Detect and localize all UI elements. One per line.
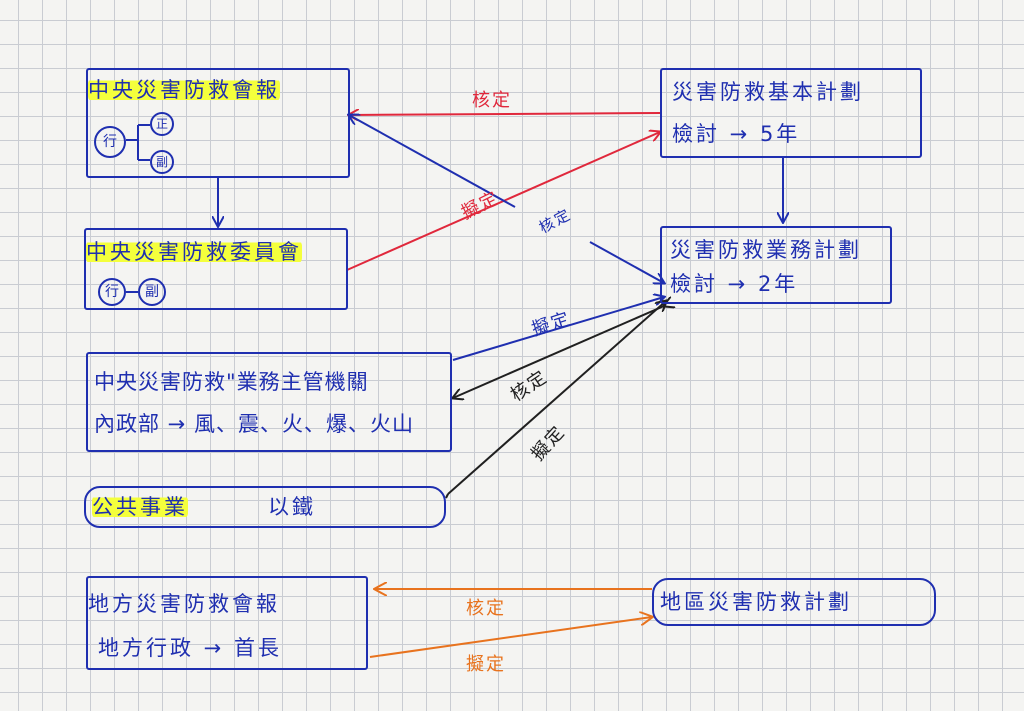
arrow-approve-basic-to-council — [349, 113, 661, 115]
ministries-title: 中央災害防救"業務主管機關 — [94, 370, 369, 394]
arrow-approve-operation-to-council — [349, 115, 516, 208]
arrow-draft-utilities-to-operation — [447, 301, 666, 495]
circle-deputy: 副 — [150, 150, 174, 174]
basic-plan-review: 檢討 → 5年 — [672, 122, 801, 146]
central-committee-box: 中央災害防救委員會 行 副 — [84, 228, 348, 310]
arrow-draft-local-to-regional — [369, 617, 652, 658]
basic-plan-title: 災害防救基本計劃 — [672, 80, 864, 104]
label-approve-orange: 核定 — [466, 598, 506, 619]
local-council-box: 地方災害防救會報 地方行政 → 首長 — [86, 576, 368, 670]
public-utilities-title: 公共事業 — [92, 495, 188, 519]
ministries-detail: 內政部 → 風、震、火、爆、火山 — [94, 412, 414, 436]
ministries-box: 中央災害防救"業務主管機關 內政部 → 風、震、火、爆、火山 — [86, 352, 452, 452]
circle-deputy-2: 副 — [138, 278, 166, 306]
arrow-approve-operation-to-ministries — [453, 306, 664, 398]
central-council-box: 中央災害防救會報 行 正 副 — [86, 68, 350, 178]
regional-plan-box: 地區災害防救計劃 — [652, 578, 936, 626]
branch-lines — [126, 124, 150, 161]
connector-line — [126, 291, 138, 293]
arrow-approve-to-operation — [589, 241, 664, 283]
public-utilities-box: 公共事業 以鐵 — [84, 486, 446, 528]
circle-executive: 行 — [94, 126, 126, 158]
circle-chief: 正 — [150, 112, 174, 136]
public-utilities-suffix: 以鐵 — [268, 495, 316, 519]
label-approve-top: 核定 — [472, 90, 512, 111]
local-council-title: 地方災害防救會報 — [88, 592, 280, 616]
central-council-title: 中央災害防救會報 — [88, 78, 280, 102]
label-draft-orange: 擬定 — [466, 654, 506, 675]
regional-plan-title: 地區災害防救計劃 — [660, 590, 852, 614]
operation-plan-title: 災害防救業務計劃 — [670, 238, 862, 262]
operation-plan-review: 檢討 → 2年 — [670, 272, 799, 296]
central-committee-title: 中央災害防救委員會 — [86, 240, 302, 264]
circle-executive-2: 行 — [98, 278, 126, 306]
operation-plan-box: 災害防救業務計劃 檢討 → 2年 — [660, 226, 892, 304]
basic-plan-box: 災害防救基本計劃 檢討 → 5年 — [660, 68, 922, 158]
local-council-detail: 地方行政 → 首長 — [98, 636, 282, 660]
